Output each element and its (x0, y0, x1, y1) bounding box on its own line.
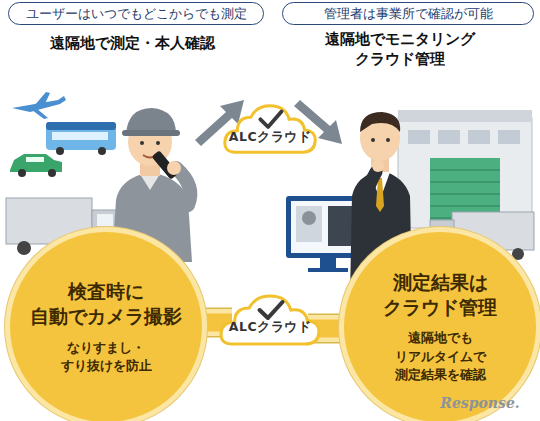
cloud-outline (222, 98, 318, 156)
section-heading: 遠隔地でモニタリング クラウド管理 (316, 30, 484, 69)
circle-heading: 測定結果は クラウド管理 (358, 270, 523, 319)
circle-heading: 検査時に 自動でカメラ撮影 (24, 279, 189, 328)
tab-box: 管理者は事業所で確認が可能 (282, 2, 534, 25)
cloud-label: ALCクラウド (218, 288, 322, 336)
cloud-node: ALCクラウド (218, 288, 322, 348)
circle-body: 遠隔地でも リアルタイムで 測定結果を確認 (384, 329, 496, 384)
airplane (12, 92, 66, 119)
box-text: ユーザーはいつでもどこからでも測定 (17, 6, 255, 21)
taxi (10, 154, 62, 177)
bus (46, 122, 116, 155)
info-circle: 測定結果は クラウド管理遠隔地でも リアルタイムで 測定結果を確認 (344, 232, 536, 421)
tab-box: ユーザーはいつでもどこからでも測定 (8, 2, 264, 25)
section-heading: 遠隔地で測定・本人確認 (22, 34, 242, 54)
cloud-label: ALCクラウド (222, 98, 318, 146)
watermark: Response. (428, 394, 532, 413)
circle-body: なりすまし・ すり抜けを防止 (50, 339, 162, 375)
info-circle: 検査時に 自動でカメラ撮影なりすまし・ すり抜けを防止 (10, 232, 202, 421)
building (398, 110, 532, 228)
box-text: 管理者は事業所で確認が可能 (291, 6, 525, 21)
cloud-outline (218, 288, 322, 348)
cloud-node: ALCクラウド (222, 98, 318, 156)
